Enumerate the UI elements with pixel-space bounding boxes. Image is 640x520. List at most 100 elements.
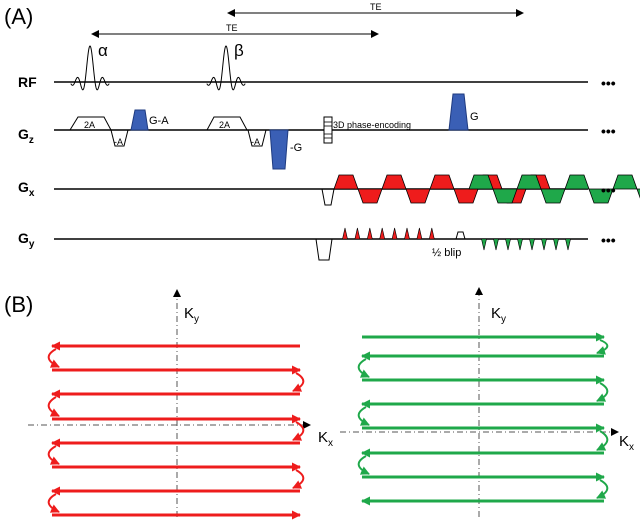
phase-encoding-table <box>323 116 333 144</box>
gy-prephaser <box>315 238 333 261</box>
gx-red-lobe <box>405 188 431 204</box>
green-turn <box>357 358 370 378</box>
gz-lobe-2a-1 <box>69 116 112 131</box>
k-trajectory-green <box>357 332 609 506</box>
gz-lobe-minus-a-1 <box>110 129 129 147</box>
gx-red-lobe <box>333 174 359 190</box>
gy-red-blip <box>404 227 410 240</box>
gz-label-2a-1: 2A <box>84 120 95 130</box>
gy-green-blip <box>517 238 523 251</box>
gy-red-blip <box>428 227 435 240</box>
gz-sub: z <box>29 135 34 146</box>
green-turn <box>596 479 609 499</box>
gy-red-blip <box>342 227 348 240</box>
gz-lobe-minus-g <box>269 129 289 170</box>
gx-sub: x <box>29 188 35 199</box>
gx-green-lobe <box>588 188 614 204</box>
ky-right-sub: y <box>501 314 506 325</box>
gx-prephaser <box>321 188 335 206</box>
gz-lobe-g <box>448 93 469 131</box>
gx-green-lobe <box>540 188 566 204</box>
gy-green-blip <box>541 238 547 251</box>
gz-label-minus-g: -G <box>290 142 302 154</box>
panel-b-label: (B) <box>4 292 33 317</box>
gy-green-blip <box>493 238 499 251</box>
gz-continuation: ••• <box>601 123 616 139</box>
gz-lobe-g-minus-a <box>130 109 149 131</box>
gy-continuation: ••• <box>601 232 616 248</box>
green-turn <box>357 455 370 475</box>
gy-red-blip <box>366 227 373 240</box>
green-turn <box>596 382 609 402</box>
red-turn <box>47 396 60 417</box>
alpha-label: α <box>98 41 108 60</box>
red-turn <box>47 493 60 513</box>
beta-label: β <box>234 41 244 60</box>
gx-green-lobe <box>468 174 494 190</box>
gy-row-label: Gy <box>18 230 35 250</box>
gx-red-lobe <box>453 188 479 204</box>
ky-left: K <box>184 305 194 322</box>
gz-label: G <box>18 126 29 142</box>
gz-label-g: G <box>470 111 479 123</box>
gx-red-lobe <box>381 174 407 190</box>
gy-red-blip <box>379 227 386 240</box>
k-trajectory-red <box>47 341 305 520</box>
red-turn <box>292 469 305 489</box>
rf-continuation: ••• <box>601 75 616 91</box>
gz-row-label: Gz <box>18 126 34 146</box>
gz-label-minus-a-1: -A <box>114 137 123 147</box>
red-turn <box>292 372 305 392</box>
rf-pulse-beta <box>206 45 246 91</box>
te-label-2: TE <box>370 2 382 12</box>
ky-label-right: Ky <box>491 305 506 325</box>
gx-green-lobe <box>564 174 590 190</box>
red-turn <box>47 348 60 368</box>
gy-green-blip <box>481 238 487 251</box>
gy-blips-red <box>342 227 435 240</box>
phase-encoding-label: 3D phase-encoding <box>333 120 411 130</box>
kx-label-right: Kx <box>619 433 634 453</box>
gy-green-blip <box>529 238 535 251</box>
kx-left-sub: x <box>328 438 333 449</box>
ky-left-sub: y <box>194 314 199 325</box>
gy-green-blip <box>565 238 571 251</box>
kx-left: K <box>318 429 328 446</box>
rf-row-label: RF <box>18 74 37 90</box>
gx-green-lobe <box>516 174 542 190</box>
gx-green-lobe <box>492 188 518 204</box>
gx-red-lobe <box>357 188 383 204</box>
te-label-1: TE <box>226 23 238 33</box>
gx-green-lobe <box>636 188 640 199</box>
kx-right: K <box>619 433 629 450</box>
ky-label-left: Ky <box>184 305 199 325</box>
green-turn <box>357 406 370 426</box>
green-turn <box>596 339 609 355</box>
red-turn <box>292 421 305 441</box>
panel-a-label: (A) <box>4 4 33 29</box>
gy-blips-green <box>481 238 571 251</box>
red-turn <box>47 445 60 465</box>
gz-label-minus-a-2: -A <box>251 137 260 147</box>
gx-green-lobe <box>612 174 638 190</box>
gy-label: G <box>18 230 29 246</box>
gy-red-blip <box>354 227 361 240</box>
gy-red-blip <box>416 227 423 240</box>
gz-lobe-minus-a-2 <box>247 129 267 147</box>
gy-half-blip <box>455 231 466 240</box>
gy-red-blip <box>391 227 398 240</box>
ky-right: K <box>491 305 501 322</box>
gy-green-blip <box>505 238 511 251</box>
gx-readout-green <box>468 174 640 204</box>
gy-green-blip <box>553 238 559 251</box>
kx-right-sub: x <box>629 442 634 453</box>
gz-lobe-2a-2 <box>206 116 248 131</box>
kx-label-left: Kx <box>318 429 333 449</box>
half-blip-label: ½ blip <box>432 247 461 259</box>
gx-row-label: Gx <box>18 179 35 199</box>
gz-label-2a-2: 2A <box>219 120 230 130</box>
gy-sub: y <box>29 239 35 250</box>
gz-label-g-minus-a: G-A <box>149 115 169 127</box>
gx-continuation: ••• <box>601 182 616 198</box>
